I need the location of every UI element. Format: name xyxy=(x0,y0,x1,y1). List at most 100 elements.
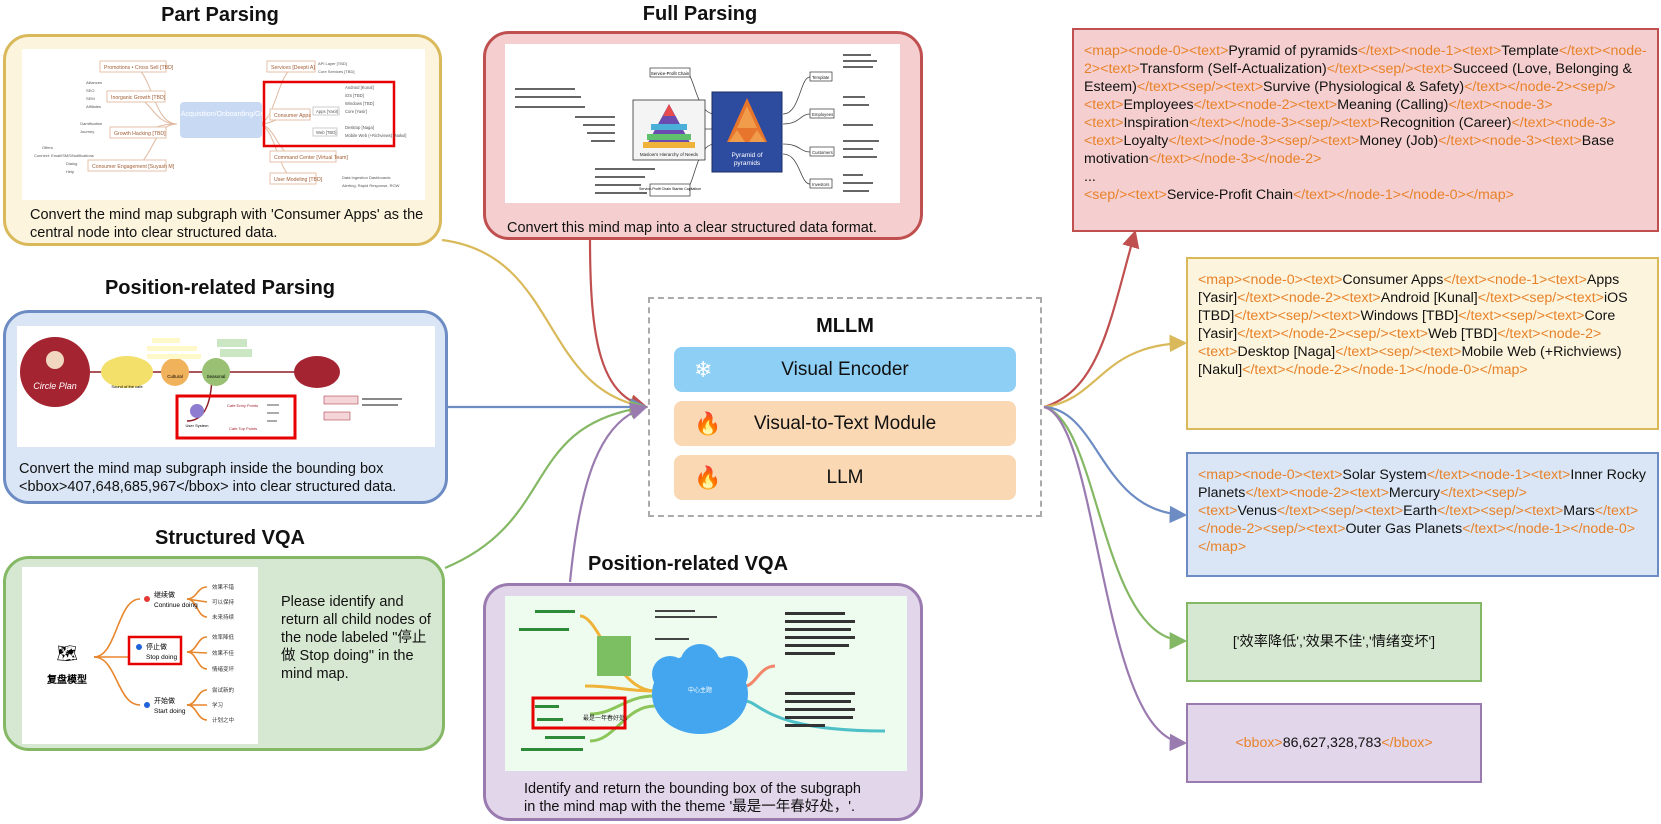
arrow-out-svqa xyxy=(1043,405,1188,650)
node-text: Template xyxy=(1501,43,1559,59)
highlight-box xyxy=(175,394,297,440)
markup-tag: </text><node-2><text> xyxy=(1198,326,1602,360)
node-text: Pyramid of pyramids xyxy=(1228,43,1358,59)
svg-text:Journey: Journey xyxy=(80,129,94,134)
node-text: Earth xyxy=(1403,503,1438,519)
fire-icon: 🔥 xyxy=(694,465,722,490)
node-text: Loyalty xyxy=(1123,133,1169,149)
mindmap-center-node: User Acquisition/Onboarding/Growth xyxy=(164,111,277,118)
caption-position-vqa-line2: in the mind map with the theme '最是一年春好处，… xyxy=(524,799,856,815)
node-text: Meaning (Calling) xyxy=(1337,97,1449,113)
mindmap-node: Consumer Apps xyxy=(274,113,311,119)
node-text: Venus xyxy=(1237,503,1277,519)
svg-text:Affiliates: Affiliates xyxy=(86,104,101,109)
output-part-parsing: <map><node-0><text>Consumer Apps</text><… xyxy=(1186,257,1659,430)
svg-text:Gamification: Gamification xyxy=(80,121,102,126)
markup-tag: </text><sep/><text> xyxy=(1276,503,1404,519)
mindmap-node: Growth Hacking [TBD] xyxy=(114,131,166,137)
panel-position-parsing: Circle Plan Sound of the cafe Cultural S… xyxy=(3,310,448,504)
svg-text:Offers: Offers xyxy=(42,145,53,150)
panel-full-parsing: Pyramid of pyramids Maslow's Hierarchy o… xyxy=(483,31,923,240)
node-text: Web [TBD] xyxy=(1428,326,1498,342)
node-text: Core [Yasir] xyxy=(1198,308,1616,342)
node-text: Apps [Yasir] xyxy=(1198,272,1620,306)
output-position-vqa: <bbox>86,627,328,783</bbox> xyxy=(1186,703,1482,783)
mindmap-node: Investors xyxy=(812,182,829,187)
output-full-end: <sep/><text>Service-Profit Chain</text><… xyxy=(1084,186,1647,204)
node-text: Transform (Self-Actualization) xyxy=(1139,61,1327,77)
output-structured-vqa: ['效率降低','效果不佳','情绪变坏'] xyxy=(1186,602,1482,682)
markup-tag: </text></node-2></node-1></node-0></map> xyxy=(1242,362,1528,378)
node-text: Mobile Web (+Richviews) [Nakul] xyxy=(1198,344,1622,378)
svg-text:Core Services [TBD]: Core Services [TBD] xyxy=(318,69,354,74)
highlighted-node: 最是一年春好处， xyxy=(583,714,631,722)
markup-tag: <map><node-0><text> xyxy=(1084,43,1229,59)
node-text: Desktop [Naga] xyxy=(1237,344,1336,360)
markup-tag: </text></node-3></node-2> xyxy=(1148,151,1322,167)
arrow-structured-vqa xyxy=(444,400,649,570)
center-node-label: pyramids xyxy=(734,160,761,167)
main-node xyxy=(20,337,90,407)
leaf-node: 学习 xyxy=(212,701,223,709)
markup-tag: </text><node-2><text> xyxy=(1084,43,1647,77)
node-text: Succeed (Love, Belonging & Esteem) xyxy=(1084,61,1633,95)
markup-tag: </text></node-2><sep/><text> xyxy=(1237,326,1429,342)
panel-position-vqa: 中心主题 最是一年春好处， Identify and return the bo… xyxy=(483,583,923,821)
visual-to-text-module: 🔥 Visual-to-Text Module xyxy=(674,401,1016,446)
node-text: Service-Profit Chain xyxy=(1166,187,1293,203)
svg-text:Connect: Email/SMS/Notificatio: Connect: Email/SMS/Notifications xyxy=(34,153,94,158)
plant-image xyxy=(597,636,631,676)
markup-tag: </text><sep/><text> xyxy=(1234,308,1361,324)
caption-position-parsing-line2: <bbox>407,648,685,967</bbox> into clear … xyxy=(19,479,397,495)
leaf-node: 效率降低 xyxy=(212,633,235,641)
svg-text:Dialog: Dialog xyxy=(66,161,77,166)
caption-structured-vqa: Please identify and return all child nod… xyxy=(281,594,431,682)
fire-icon: 🔥 xyxy=(694,411,722,436)
mindmap-position-svg: Circle Plan Sound of the cafe Cultural S… xyxy=(20,337,402,440)
mindmap-full-svg: Pyramid of pyramids Maslow's Hierarchy o… xyxy=(515,54,879,197)
markup-tag: </text><node-1><text> xyxy=(1443,272,1587,288)
visual-to-text-label: Visual-to-Text Module xyxy=(753,412,937,434)
mindmap-thumbnail-full: Pyramid of pyramids Maslow's Hierarchy o… xyxy=(505,44,900,203)
arrow-position-vqa xyxy=(568,402,649,583)
visual-encoder-module: ❄ Visual Encoder xyxy=(674,347,1016,392)
markup-tag: </text></node-3><sep/><text> xyxy=(1168,133,1360,149)
section-title-full-parsing: Full Parsing xyxy=(642,3,758,25)
snowflake-icon: ❄ xyxy=(694,357,713,382)
mindmap-node: Consumer Engagement [Suyash M] xyxy=(92,164,175,170)
cloud-node-label: 中心主题 xyxy=(688,686,712,694)
leaf-node: 效果不错 xyxy=(212,583,235,591)
mindmap-node: Web [TBD] xyxy=(316,130,336,135)
mindmap-node: iOS [TBD] xyxy=(345,93,364,98)
branch-node: 继续做 xyxy=(154,590,175,599)
llm-label: LLM xyxy=(826,466,864,488)
mllm-block: MLLM ❄ Visual Encoder 🔥 Visual-to-Text M… xyxy=(648,297,1042,517)
markup-tag: </text><node-3><text> xyxy=(1438,133,1582,149)
arrow-out-pos xyxy=(1043,405,1188,524)
node-text: iOS [TBD] xyxy=(1198,290,1628,324)
mindmap-node: Windows [TBD] xyxy=(345,101,374,106)
markup-tag: </text></node-1></node-0></map> xyxy=(1198,521,1635,555)
branch-node: Stop doing xyxy=(146,654,177,661)
node-text: Windows [TBD] xyxy=(1360,308,1459,324)
mindmap-node: Desktop [Naga] xyxy=(345,125,374,130)
markup-tag: <map><node-0><text> xyxy=(1198,272,1343,288)
node-text: Money (Job) xyxy=(1359,133,1439,149)
markup-tag: <sep/><text> xyxy=(1084,187,1167,203)
branch-node: 开始做 xyxy=(154,696,175,705)
node-text: Mars xyxy=(1563,503,1595,519)
center-node-label: Pyramid of xyxy=(731,152,762,159)
maslow-label: Maslow's Hierarchy of Needs xyxy=(640,152,699,157)
visual-encoder-label: Visual Encoder xyxy=(781,358,909,380)
markup-tag: <map><node-0><text> xyxy=(1198,467,1343,483)
arrow-out-part xyxy=(1043,334,1188,409)
node-text: Solar System xyxy=(1342,467,1427,483)
output-full-ellipsis: ... xyxy=(1084,169,1096,185)
node-text: Base motivation xyxy=(1084,133,1615,167)
mindmap-node: Android [Kunal] xyxy=(345,85,374,90)
node-text: Android [Kunal] xyxy=(1380,290,1478,306)
markup-tag: </text><sep/><text> xyxy=(1136,79,1264,95)
section-title-position-parsing: Position-related Parsing xyxy=(104,277,336,299)
markup-tag: </text><node-2><text> xyxy=(1245,485,1389,501)
markup-tag: </text><sep/><text> xyxy=(1477,290,1604,306)
